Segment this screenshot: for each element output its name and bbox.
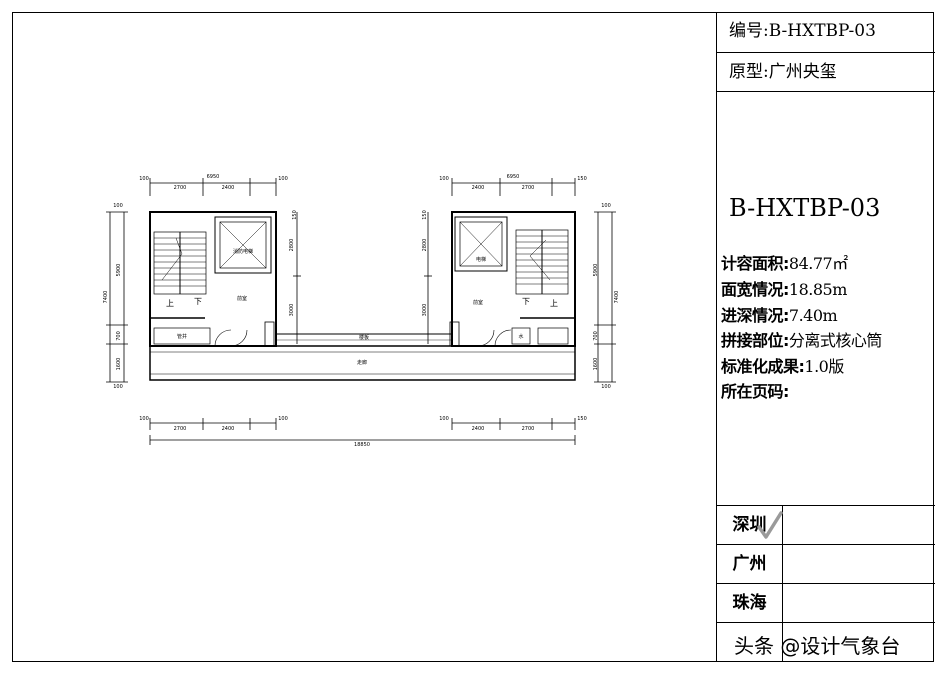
label-corridor: 走廊: [357, 359, 367, 366]
spec-row: 标准化成果:1.0版: [721, 353, 844, 377]
city-row-empty: [717, 622, 935, 662]
dim-inner-3: 150: [422, 210, 428, 220]
dim-side-right-0: 100: [601, 203, 611, 209]
label-down-right: 下: [522, 297, 530, 306]
spec-row: 进深情况:7.40m: [721, 302, 838, 326]
city-row-guangzhou: 广州: [717, 544, 935, 583]
label-elevator-left: 消防电梯: [233, 248, 253, 255]
dim-bottom-left-2: 2400: [222, 426, 235, 432]
label-shaft-right: 水: [518, 333, 523, 340]
check-mark-icon: [757, 511, 783, 539]
watermark-text: 头条 @设计气象台: [734, 634, 901, 658]
dim-side-right-3: 1600: [593, 358, 599, 371]
dim-bottom-right-0: 100: [439, 416, 449, 422]
dim-bottom-right-2: 2700: [522, 426, 535, 432]
spec-key: 拼接部位:: [721, 331, 789, 350]
dim-inner-5: 3000: [422, 304, 428, 317]
dim-bottom-right-3: 150: [577, 416, 587, 422]
spec-value: 1.0版: [804, 357, 844, 376]
dim-top-right-4: 150: [577, 176, 587, 182]
city-row-zhuhai: 珠海: [717, 583, 935, 622]
city-name: [717, 623, 783, 661]
dim-side-left-3: 1600: [116, 358, 122, 371]
dim-top-left-0: 100: [139, 176, 149, 182]
dim-top-right-2: 2400: [472, 185, 485, 191]
spec-row: 计容面积:84.77㎡: [721, 250, 848, 274]
spec-row: 所在页码:: [721, 378, 789, 402]
dim-total-width: 18850: [354, 442, 370, 448]
dim-side-left-1: 5900: [116, 264, 122, 277]
dim-side-right-4: 100: [601, 384, 611, 390]
prototype-label: 原型:广州央玺: [717, 53, 935, 92]
label-front-right: 前室: [473, 299, 483, 306]
spec-key: 面宽情况:: [721, 280, 789, 299]
label-up-right: 上: [550, 299, 558, 308]
city-name: 广州: [717, 545, 783, 583]
dim-side-left-4: 100: [113, 384, 123, 390]
spec-value: 7.40m: [788, 306, 838, 325]
floor-plan: 100 6950 2700 2400 100 100 6950 2400 270…: [103, 174, 620, 448]
dim-inner-1: 2800: [289, 239, 295, 252]
title-block-panel: 编号:B-HXTBP-03 原型:广州央玺 B-HXTBP-03 计容面积:84…: [716, 12, 935, 662]
spec-key: 所在页码:: [721, 382, 789, 401]
spec-key: 标准化成果:: [721, 357, 805, 376]
label-shaft-left: 管井: [177, 333, 187, 340]
label-slab: 楼板: [359, 334, 369, 341]
dim-top-left-3: 2400: [222, 185, 235, 191]
spec-key: 进深情况:: [721, 306, 789, 325]
dim-side-total-right: 7400: [614, 291, 620, 304]
code-label: 编号:B-HXTBP-03: [717, 12, 935, 53]
drawing-frame: [12, 12, 934, 662]
dim-top-left-4: 100: [278, 176, 288, 182]
dim-side-right-2: 700: [593, 331, 599, 341]
label-front-left: 前室: [237, 295, 247, 302]
city-row-shenzhen: 深圳: [717, 505, 935, 544]
dim-bottom-left-3: 100: [278, 416, 288, 422]
dim-top-right-0: 100: [439, 176, 449, 182]
dim-side-right-1: 5900: [593, 264, 599, 277]
spec-key: 计容面积:: [721, 254, 789, 273]
label-up-left: 上: [166, 299, 174, 308]
dim-bottom-right-1: 2400: [472, 426, 485, 432]
dim-top-left-1: 6950: [207, 174, 220, 180]
spec-row: 拼接部位:分离式核心筒: [721, 327, 882, 351]
city-name: 深圳: [717, 506, 783, 544]
dim-top-right-3: 2700: [522, 185, 535, 191]
spec-value: 18.85m: [788, 280, 847, 299]
label-elevator-right: 电梯: [476, 256, 486, 263]
dim-side-left-0: 100: [113, 203, 123, 209]
dim-top-right-1: 6950: [507, 174, 520, 180]
dim-inner-0: 150: [292, 210, 298, 220]
dim-bottom-left-1: 2700: [174, 426, 187, 432]
dim-top-left-2: 2700: [174, 185, 187, 191]
spec-value: 84.77㎡: [788, 254, 848, 273]
dim-inner-2: 3000: [289, 304, 295, 317]
dim-bottom-left-0: 100: [139, 416, 149, 422]
big-code: B-HXTBP-03: [729, 194, 881, 222]
spec-value: 分离式核心筒: [788, 331, 883, 350]
dim-side-left-2: 700: [116, 331, 122, 341]
label-down-left: 下: [194, 297, 202, 306]
dim-side-total-left: 7400: [103, 291, 109, 304]
spec-row: 面宽情况:18.85m: [721, 276, 847, 300]
city-name: 珠海: [717, 584, 783, 622]
dim-inner-4: 2800: [422, 239, 428, 252]
